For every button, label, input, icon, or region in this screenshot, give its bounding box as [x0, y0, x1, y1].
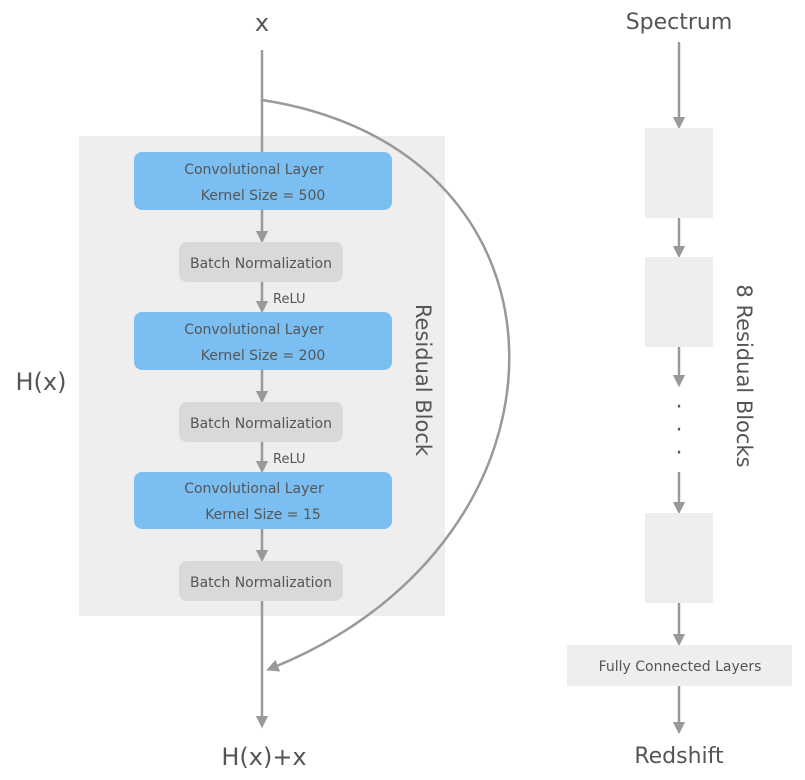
conv-layer-3-kernel: Kernel Size = 15	[205, 507, 321, 523]
fully-connected-layers: Fully Connected Layers	[567, 645, 792, 686]
residual-block-1	[645, 128, 713, 218]
relu-label-2: ReLU	[273, 452, 306, 467]
batch-norm-3-label: Batch Normalization	[190, 575, 332, 591]
output-label: H(x)+x	[221, 743, 306, 771]
input-label: x	[255, 9, 269, 37]
conv-layer-3: Convolutional Layer Kernel Size = 15	[134, 472, 392, 529]
batch-norm-2: Batch Normalization	[179, 402, 343, 442]
skip-connection-arrow	[261, 98, 511, 672]
relu-label-1: ReLU	[273, 292, 306, 307]
conv-layer-1-kernel: Kernel Size = 500	[201, 188, 326, 204]
residual-blocks-count-label: 8 Residual Blocks	[732, 284, 756, 467]
conv-layer-2-title: Convolutional Layer	[184, 322, 324, 338]
conv-layer-3-title: Convolutional Layer	[184, 481, 324, 497]
redshift-label: Redshift	[634, 744, 724, 769]
ellipsis-dot-3: ·	[676, 441, 683, 466]
batch-norm-1-label: Batch Normalization	[190, 256, 332, 272]
spectrum-label: Spectrum	[626, 10, 733, 35]
batch-norm-2-label: Batch Normalization	[190, 416, 332, 432]
residual-block-label: Residual Block	[411, 304, 435, 457]
residual-block-2	[645, 257, 713, 347]
conv-layer-1-title: Convolutional Layer	[184, 162, 324, 178]
ellipsis-dot-2: ·	[676, 418, 683, 443]
conv-layer-1: Convolutional Layer Kernel Size = 500	[134, 152, 392, 210]
ellipsis-dot-1: ·	[676, 395, 683, 420]
fully-connected-label: Fully Connected Layers	[599, 659, 762, 675]
function-label: H(x)	[16, 368, 67, 396]
batch-norm-3: Batch Normalization	[179, 561, 343, 601]
conv-layer-2-kernel: Kernel Size = 200	[201, 348, 326, 364]
residual-block-8	[645, 513, 713, 603]
batch-norm-1: Batch Normalization	[179, 242, 343, 282]
conv-layer-2: Convolutional Layer Kernel Size = 200	[134, 312, 392, 370]
